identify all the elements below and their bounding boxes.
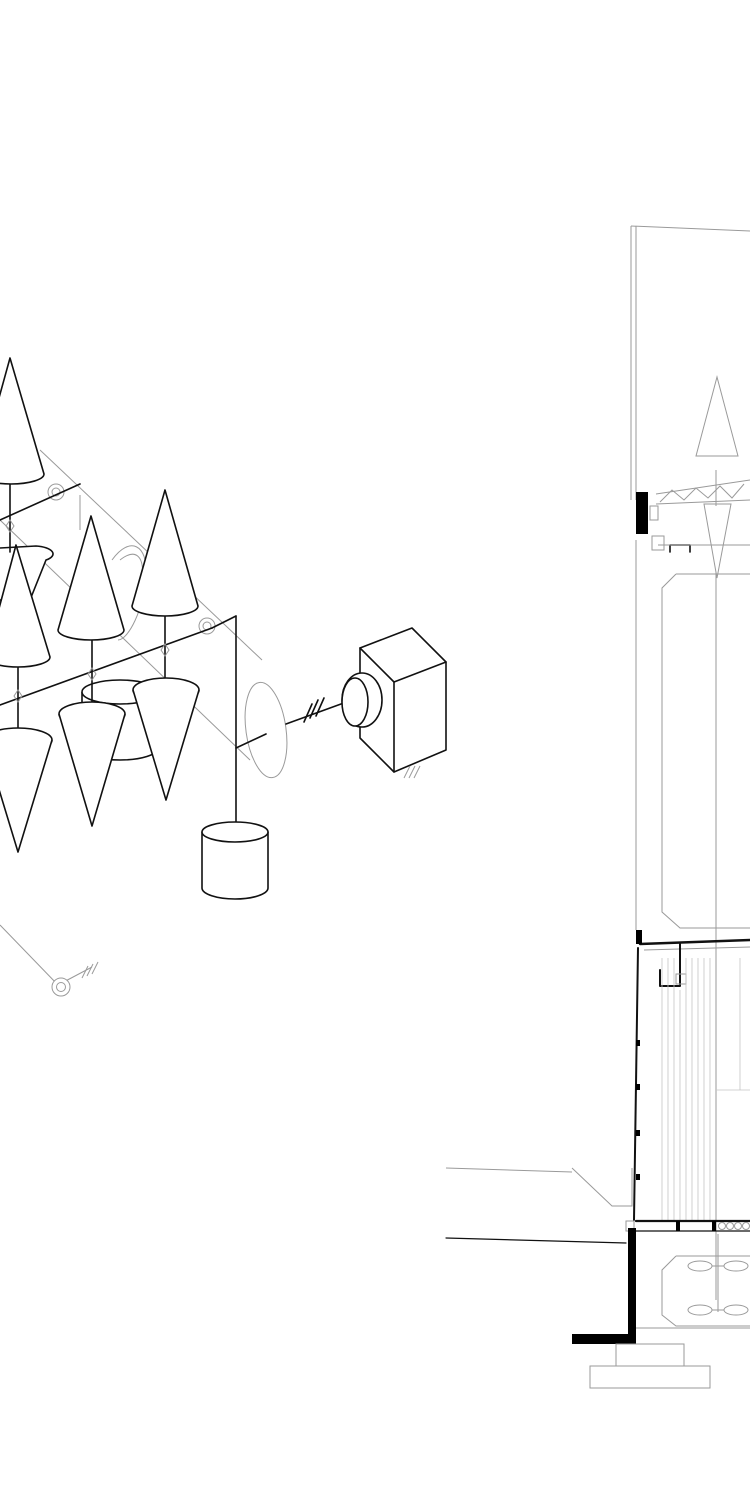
basement-equipment bbox=[661, 1234, 750, 1327]
foundation bbox=[572, 1228, 750, 1389]
downward-cones bbox=[0, 677, 200, 853]
isometric-mechanism bbox=[0, 357, 447, 997]
shafts bbox=[0, 483, 353, 827]
floor-slab bbox=[625, 1219, 750, 1232]
ground-lines bbox=[445, 1167, 633, 1244]
joint-markers bbox=[5, 519, 170, 703]
building-section bbox=[445, 225, 750, 1389]
motor-box bbox=[341, 627, 447, 779]
enclosure-outline bbox=[661, 573, 750, 929]
upward-cones bbox=[0, 357, 199, 668]
counterweight-cylinder bbox=[201, 821, 269, 900]
section-cones bbox=[695, 375, 739, 579]
truss-arm bbox=[655, 479, 750, 506]
mast-clamp bbox=[636, 492, 691, 553]
interior-slats bbox=[661, 958, 750, 1220]
roof-slab bbox=[636, 930, 750, 951]
cone-rods bbox=[9, 479, 166, 736]
mast-lines bbox=[630, 225, 750, 1300]
facade-wall bbox=[633, 943, 687, 1221]
grey-disc bbox=[244, 681, 288, 779]
